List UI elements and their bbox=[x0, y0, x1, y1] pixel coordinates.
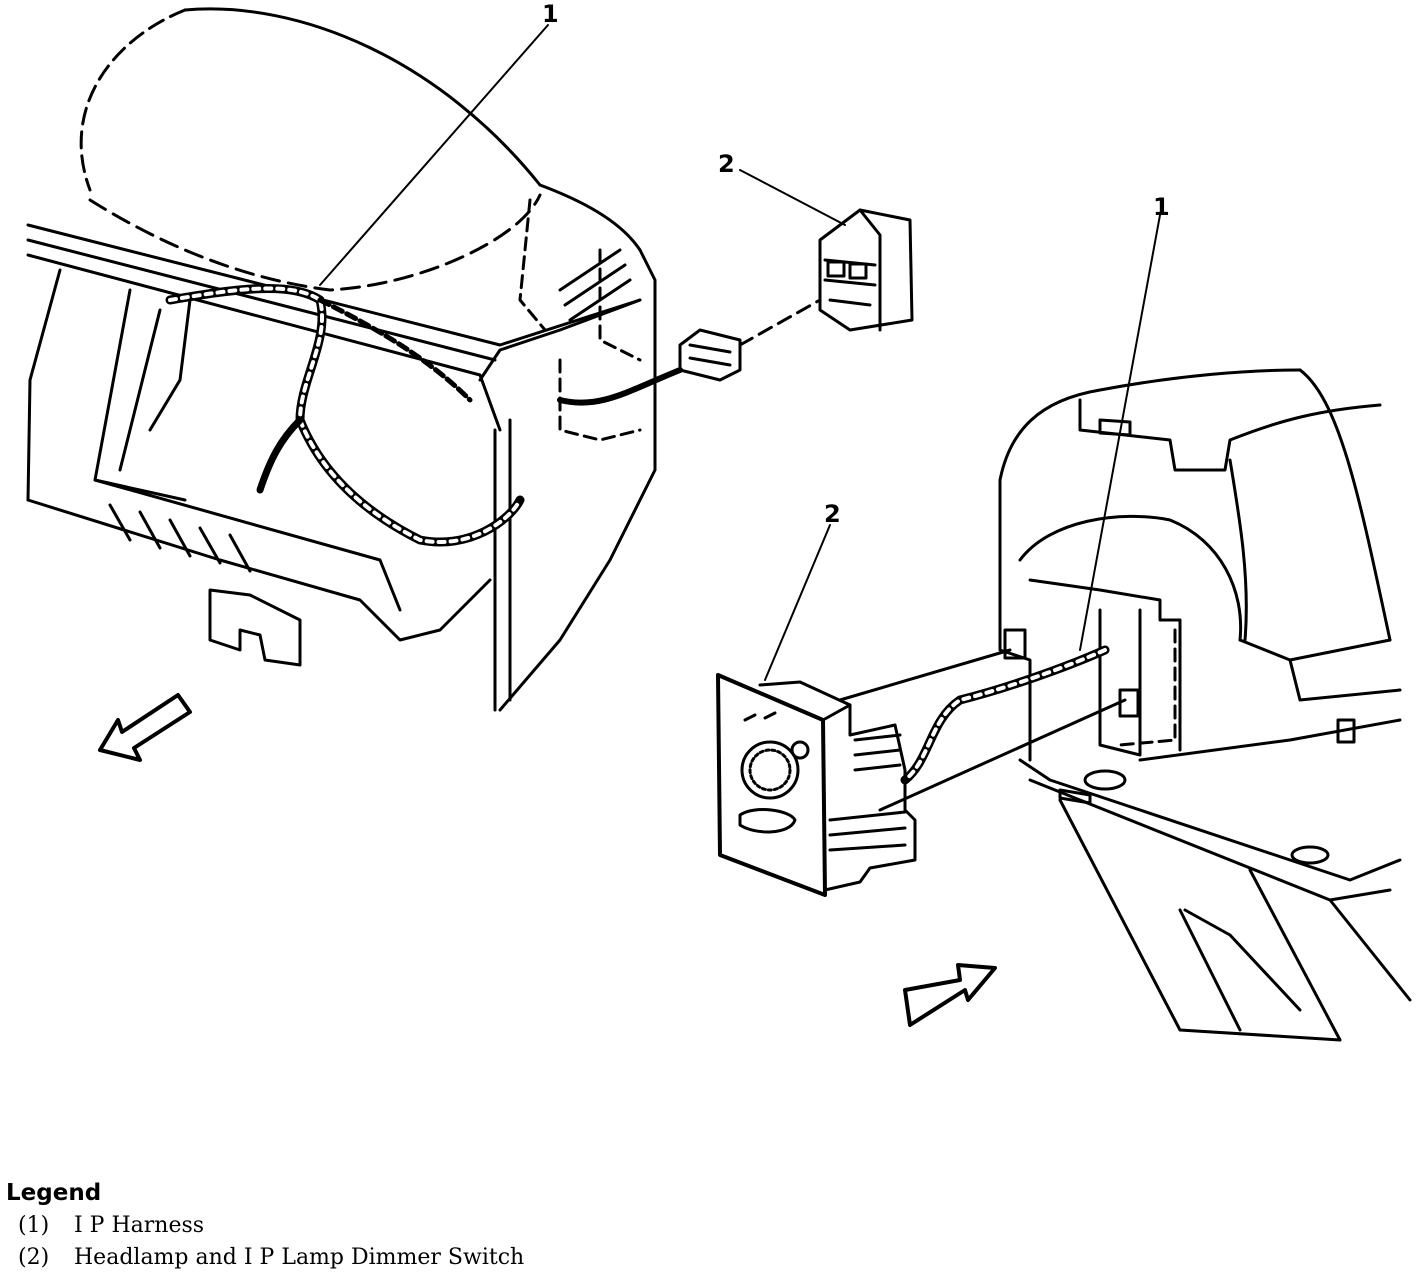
ip-lower-bracket bbox=[208, 588, 302, 667]
dash-right-far-edge bbox=[1298, 368, 1392, 642]
leader-right-harness bbox=[1079, 214, 1161, 651]
ip-harness-left bbox=[165, 284, 525, 547]
cluster-outline-dashed bbox=[79, 8, 187, 192]
cluster-outline-right bbox=[538, 183, 642, 252]
leader-right-switch bbox=[764, 524, 831, 681]
dash-lower-slot-1 bbox=[1083, 769, 1127, 791]
ip-lower-frame bbox=[26, 498, 492, 642]
right-installation-view bbox=[838, 368, 1412, 1042]
legend-item-number: (1) bbox=[18, 1213, 50, 1238]
ip-harness-to-connector bbox=[557, 367, 683, 406]
legend-item: (1) I P Harness bbox=[18, 1210, 706, 1242]
legend: Legend (1) I P Harness (2) Headlamp and I … bbox=[6, 1180, 706, 1274]
ip-left-frame bbox=[26, 268, 62, 502]
ip-vent-grill bbox=[558, 248, 632, 322]
ip-top-rail bbox=[26, 223, 642, 347]
dash-right-ledge bbox=[1288, 658, 1402, 702]
legend-item-number: (2) bbox=[18, 1245, 50, 1270]
callout-left-switch: 2 bbox=[718, 150, 735, 178]
harness-connector-left bbox=[678, 328, 742, 382]
callout-right-switch: 2 bbox=[824, 500, 841, 528]
dash-lower-tab bbox=[1058, 788, 1092, 805]
alignment-line-upper bbox=[838, 648, 1012, 702]
dash-right-shelf bbox=[1238, 638, 1392, 662]
dash-opening-curve bbox=[1018, 514, 1243, 642]
legend-item: (2) Headlamp and I P Lamp Dimmer Switch bbox=[18, 1242, 706, 1274]
ip-center-bracket bbox=[148, 298, 192, 432]
alignment-line-lower bbox=[878, 698, 1127, 812]
ip-lower-slats bbox=[108, 503, 252, 573]
callout-left-harness: 1 bbox=[542, 0, 559, 28]
knee-bolster-inner bbox=[1183, 908, 1302, 1012]
dimmer-switch-top bbox=[818, 208, 914, 332]
dimmer-switch-diagram: 1 2 1 2 bbox=[26, 0, 1412, 1042]
dash-mount-tab-right bbox=[1118, 688, 1140, 718]
knee-bolster bbox=[1058, 798, 1342, 1042]
ip-lower-frame-inner bbox=[93, 478, 402, 612]
legend-item-label: I P Harness bbox=[74, 1213, 205, 1238]
dash-lower-edge-inner bbox=[1028, 778, 1392, 902]
cluster-outline-top bbox=[183, 7, 542, 187]
ip-left-upright-inner bbox=[118, 308, 162, 472]
dash-pad-edge bbox=[1078, 398, 1382, 472]
ip-harness-right bbox=[900, 645, 1110, 785]
ip-harness-right-pattern bbox=[903, 648, 1107, 782]
leader-left-switch bbox=[739, 169, 846, 226]
dash-bottom-right bbox=[1328, 898, 1412, 1002]
legend-title: Legend bbox=[6, 1180, 102, 1206]
dimmer-switch-bottom bbox=[716, 673, 917, 897]
callout-right-harness: 1 bbox=[1153, 193, 1170, 221]
dash-pad-clip bbox=[1098, 418, 1132, 437]
leader-left-harness bbox=[319, 24, 549, 286]
direction-arrow-left-icon bbox=[98, 693, 192, 762]
legend-item-label: Headlamp and I P Lamp Dimmer Switch bbox=[74, 1245, 525, 1270]
ip-harness-branch bbox=[256, 416, 304, 494]
dash-pad-side bbox=[1228, 458, 1248, 642]
left-instrument-panel-view bbox=[26, 7, 683, 712]
dash-opening-frame bbox=[1028, 578, 1182, 752]
dash-pad-outline bbox=[998, 368, 1302, 562]
cluster-lower-dashed bbox=[88, 193, 542, 292]
dash-left-face bbox=[998, 558, 1032, 762]
ip-harness-upper-branch bbox=[317, 297, 473, 403]
dash-lower-edge bbox=[1018, 758, 1402, 882]
direction-arrow-right-icon bbox=[903, 963, 997, 1027]
dash-mount-tab-left bbox=[1003, 628, 1027, 660]
ip-harness-left-pattern bbox=[168, 286, 522, 544]
ip-right-side-panel bbox=[498, 248, 657, 712]
dash-lower-panel bbox=[1138, 718, 1402, 762]
dash-lower-slot-2 bbox=[1290, 845, 1330, 865]
connector-alignment-line-left bbox=[738, 298, 822, 347]
ip-top-rail-inner bbox=[26, 238, 497, 362]
switch-opening-hidden bbox=[1118, 628, 1177, 747]
switch-bezel-opening bbox=[1098, 608, 1142, 757]
